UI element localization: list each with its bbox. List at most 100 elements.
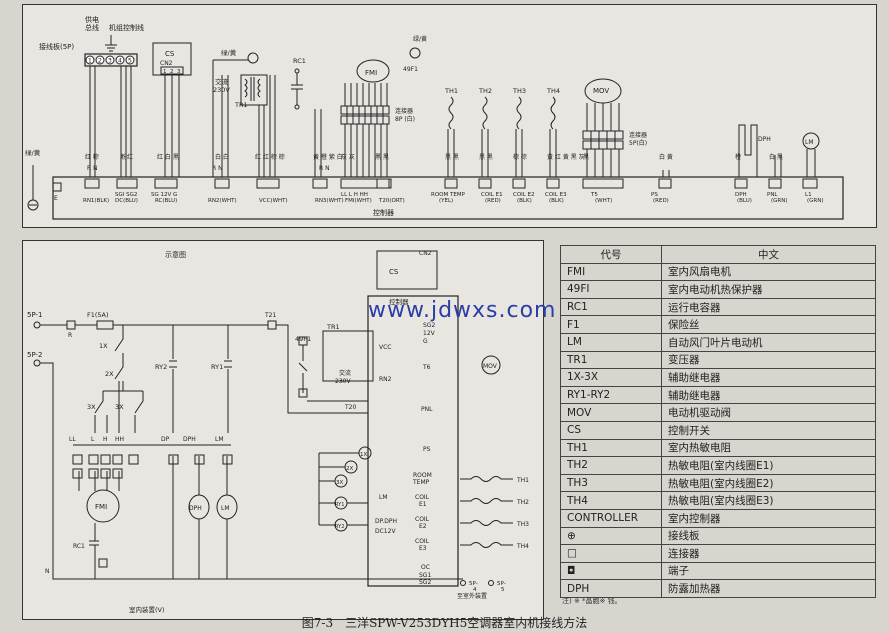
port-pins: R N: [87, 165, 98, 172]
thermistor-icon: [550, 96, 556, 130]
thermistor-label: TH4: [546, 87, 560, 95]
port-label: DPH: [735, 192, 747, 198]
connector-5p-label-2: 5P(白): [629, 139, 647, 147]
terminal-number: 5: [128, 58, 132, 65]
thermistor-icon: [482, 96, 488, 130]
port-label: T20(ORT): [378, 198, 405, 204]
port-label: COIL E1: [481, 192, 503, 198]
thermistor-label: TH1: [516, 477, 529, 484]
sp4-label: 5P-: [469, 581, 478, 587]
thermistor-label: TH2: [478, 87, 492, 95]
dp-dph-label: DP.DPH: [375, 518, 397, 525]
connector-port: [84, 178, 100, 189]
connector-8p-label-2: 8P (白): [395, 115, 415, 123]
wire-color-label: 黑 黑: [375, 154, 389, 161]
schematic-terminal: [88, 454, 99, 465]
schematic-terminal: [100, 454, 111, 465]
connector-port: [116, 178, 138, 189]
rc1-capacitor: [89, 523, 99, 579]
legend-code: RY1-RY2: [560, 385, 662, 405]
wire-color-label: 黄 橙 紫 白: [313, 153, 343, 161]
mov-valve-icon: [481, 355, 501, 375]
legend-code: □: [560, 544, 662, 563]
r-label: R: [68, 332, 72, 339]
room-temp-label-2: TEMP: [412, 479, 430, 486]
room-temp-label: ROOM: [413, 472, 432, 479]
lm-label: LM: [215, 436, 224, 443]
legend-row: ◘端子: [560, 561, 876, 581]
lm-label: LM: [805, 139, 814, 146]
legend-description: 连接器: [661, 544, 876, 563]
terminal-r: [66, 320, 76, 330]
fuse-label: F1(5A): [87, 311, 109, 319]
schematic-diagram: 示意图 5P-1 5P-2 R F1(5A) T21 N 1X 2X 3X 3X…: [27, 250, 529, 614]
thermistor-icon: [460, 498, 513, 504]
terminal-n: [98, 558, 108, 568]
controller-label: 控制器: [373, 208, 394, 217]
sg2b-label: SG2: [419, 579, 431, 586]
coil-ry1-label: RY1: [335, 502, 344, 508]
legend-code: TH4: [560, 491, 662, 510]
h-label: H: [103, 436, 108, 443]
port-pins: R N: [319, 165, 330, 172]
fmi-label: FMI: [95, 503, 107, 511]
sp1-label: 5P-1: [27, 311, 43, 319]
fmi-motor-icon: [86, 489, 120, 523]
transformer-tr1: [322, 330, 374, 382]
port-label: RC(BLU): [155, 198, 177, 204]
legend-description: 电动机驱动阀: [661, 403, 876, 422]
relay-3x-label: 3X: [87, 403, 96, 411]
connector-port: [512, 178, 526, 189]
pnl-wires: [774, 155, 782, 177]
connector-port: [154, 178, 178, 189]
port-label: LL L H HH: [341, 192, 368, 198]
coil-1x-label: 1X: [360, 452, 367, 458]
terminal-8: [298, 388, 308, 398]
legend-code: 1X-3X: [560, 368, 662, 387]
12v-label: 12V: [423, 330, 436, 337]
dph-symbol-label: DPH: [189, 505, 202, 512]
mov-label: MOV: [593, 87, 609, 95]
ground-icon: [105, 35, 117, 52]
terminal-board-terminal: [85, 55, 95, 65]
legend-code: FMI: [560, 262, 662, 282]
connector-port: [734, 178, 748, 189]
legend-code: CS: [560, 420, 662, 440]
figure-caption: 图7-3 三洋SPW-V253DYH5空调器室内机接线方法: [301, 616, 588, 630]
coil-e3-label: COIL: [415, 538, 430, 545]
legend-description: 热敏电阻(室内线圈E2): [661, 473, 876, 493]
coil-e2-label-2: E2: [419, 523, 427, 530]
controller-box: [367, 295, 459, 587]
thermistor-icon: [460, 476, 513, 482]
schematic-terminal: [72, 454, 83, 465]
wire-color-label: 灰 灰: [341, 153, 355, 161]
connector-port: [658, 178, 672, 189]
connector-port: [582, 178, 624, 189]
n-label: N: [45, 568, 50, 575]
cn2-label: CN2: [419, 250, 432, 257]
relay-coils: 1X 2X 3X RY1 RY2: [318, 446, 372, 532]
wire-color-label: 橙: [735, 153, 741, 161]
relay-1x-label: 1X: [99, 342, 108, 350]
lm-symbol-label: LM: [221, 505, 230, 512]
legend-description: 辅助继电器: [661, 368, 876, 387]
port-label: RN1(BLK): [83, 198, 109, 204]
rc1-label: RC1: [73, 543, 85, 550]
ps-label: PS: [423, 446, 431, 453]
wire-color-label: 红 白 黑: [157, 153, 179, 161]
coil-e2-label: COIL: [415, 516, 430, 523]
connector-port: [214, 178, 230, 189]
legend-code: TH3: [560, 473, 662, 493]
sp2-label: 5P-2: [27, 351, 43, 359]
schematic-terminal: [72, 468, 83, 479]
relay-3x-label-2: 3X: [115, 403, 124, 411]
thermistor-icon: [460, 542, 513, 548]
